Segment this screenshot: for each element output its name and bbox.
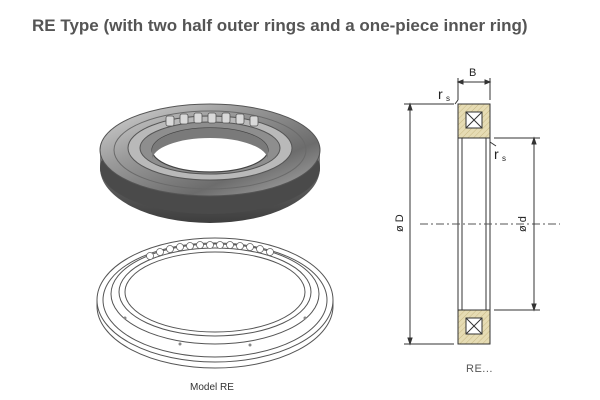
top-roller-symbol: [465, 111, 483, 129]
inner-diameter-label: ø d: [517, 216, 529, 232]
bearing-line-drawing: [96, 237, 334, 369]
width-label-b: B: [469, 67, 476, 79]
figure-caption: Model RE: [190, 382, 234, 393]
page-title: RE Type (with two half outer rings and a…: [32, 16, 528, 35]
bottom-roller-symbol: [465, 317, 483, 335]
chamfer-label-inner: r: [494, 146, 499, 162]
chamfer-label-inner-sub: s: [502, 154, 506, 163]
model-code-label: RE...: [466, 363, 493, 375]
chamfer-label-top: r: [438, 86, 443, 102]
outer-diameter-label: ø D: [394, 214, 406, 232]
bearing-photo: [99, 103, 321, 223]
cross-section-drawing: [404, 78, 560, 346]
chamfer-label-top-sub: s: [446, 94, 450, 103]
